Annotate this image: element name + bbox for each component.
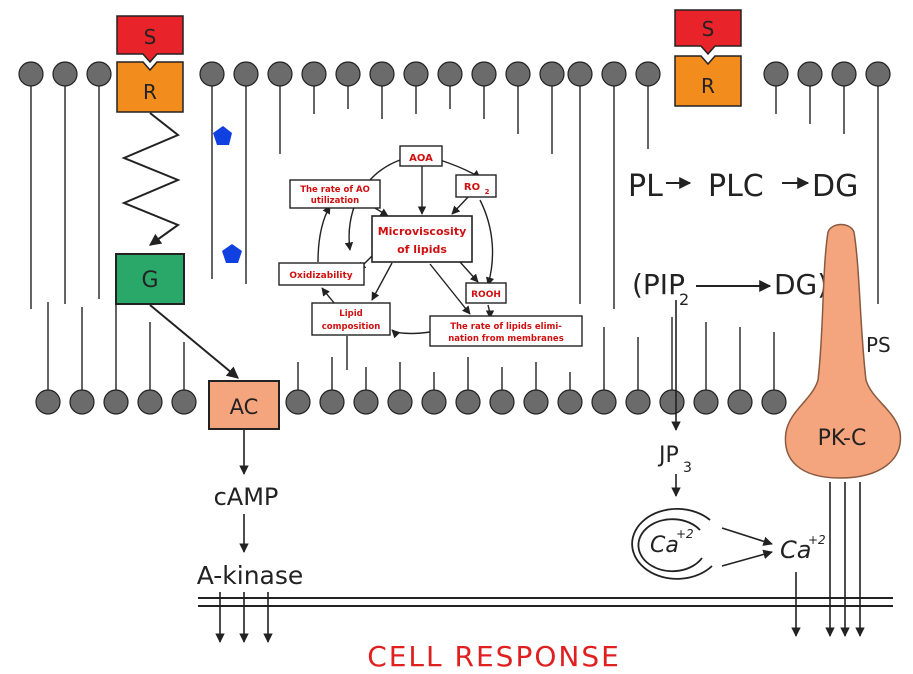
upper-lipid-9 <box>370 62 394 119</box>
upper-lipid-17 <box>636 62 660 149</box>
upper-lipid-16 <box>602 62 626 309</box>
cycle-box-microviscosity: Microviscosity of lipids <box>372 216 472 262</box>
upper-lipid-18 <box>764 62 788 114</box>
svg-text:composition: composition <box>322 322 381 332</box>
cycle-box-ro2: RO 2 <box>456 175 496 197</box>
dg-mid-label: DG) <box>774 268 828 301</box>
receptor-label-right: R <box>701 74 715 98</box>
signal-molecule-left: S <box>117 16 183 62</box>
svg-text:nation from membranes: nation from membranes <box>448 334 564 344</box>
lower-lipid-10 <box>422 372 446 414</box>
ca-release-arrow-2 <box>722 552 772 566</box>
lower-lipid-5 <box>172 342 196 414</box>
ca-outer-superscript: +2 <box>808 533 826 547</box>
lower-lipid-14 <box>558 372 582 414</box>
signal-label-left: S <box>144 25 157 49</box>
receptor-right: R <box>675 56 741 106</box>
lower-lipid-8 <box>354 367 378 414</box>
ip3-label: JP <box>657 443 679 468</box>
receptor-transmembrane-zigzag <box>124 113 178 245</box>
lower-lipid-9 <box>388 362 412 414</box>
ca-inner-superscript: +2 <box>676 527 694 541</box>
svg-text:RO: RO <box>464 182 480 193</box>
signal-label-right: S <box>702 17 715 41</box>
g-to-ac-arrow <box>150 305 238 378</box>
upper-lipid-19 <box>798 62 822 124</box>
signal-molecule-right: S <box>675 10 741 54</box>
cycle-box-oxidizability: Oxidizability <box>279 263 364 285</box>
lower-lipid-16 <box>626 337 650 414</box>
upper-lipid-1 <box>19 62 43 309</box>
lower-lipid-18 <box>694 322 718 414</box>
lower-lipid-leaflet <box>36 297 786 414</box>
svg-text:utilization: utilization <box>311 196 359 206</box>
svg-text:Oxidizability: Oxidizability <box>289 271 352 281</box>
upper-lipid-14 <box>540 62 564 154</box>
upper-lipid-21 <box>866 62 890 304</box>
upper-lipid-10 <box>404 62 428 114</box>
ip3-subscript: 3 <box>683 460 692 476</box>
pip2-label: (PIP <box>632 268 685 301</box>
cycle-box-lipid-composition: Lipid composition <box>312 303 390 335</box>
lower-lipid-1 <box>36 302 60 414</box>
dg-top-label: DG <box>812 169 858 204</box>
g-protein-label: G <box>141 268 158 293</box>
svg-text:ROOH: ROOH <box>471 290 501 300</box>
upper-lipid-13 <box>506 62 530 134</box>
upper-lipid-7 <box>302 62 326 114</box>
ps-label: PS <box>866 333 891 357</box>
cycle-box-aoa: AOA <box>400 146 442 166</box>
plc-label: PLC <box>708 169 764 204</box>
upper-lipid-12 <box>472 62 496 119</box>
lower-lipid-11 <box>456 357 480 414</box>
lower-lipid-13 <box>524 362 548 414</box>
cycle-box-rooh: ROOH <box>466 283 506 303</box>
svg-text:of lipids: of lipids <box>397 243 447 256</box>
lower-lipid-7 <box>320 357 344 414</box>
ca-inner-label: Ca <box>650 533 679 558</box>
lower-lipid-15 <box>592 327 616 414</box>
lower-lipid-12 <box>490 367 514 414</box>
camp-label: cAMP <box>214 483 279 511</box>
receptor-left: R <box>117 62 183 112</box>
lower-lipid-19 <box>728 327 752 414</box>
svg-text:2: 2 <box>485 188 490 196</box>
g-protein-box: G <box>116 254 184 304</box>
ca-release-arrow-1 <box>722 528 772 544</box>
lower-lipid-20 <box>762 332 786 414</box>
upper-lipid-11 <box>438 62 462 109</box>
svg-text:Microviscosity: Microviscosity <box>378 225 467 238</box>
ligand-pentagon-2 <box>222 244 242 263</box>
ligand-pentagon-1 <box>213 126 232 145</box>
upper-lipid-3 <box>87 62 111 299</box>
lower-lipid-4 <box>138 322 162 414</box>
ca-outer-label: Ca <box>780 536 811 564</box>
adenylate-cyclase-box: AC <box>209 381 279 429</box>
upper-lipid-2 <box>53 62 77 304</box>
cycle-box-ao-rate: The rate of AO utilization <box>290 180 380 208</box>
lower-lipid-17 <box>660 317 684 414</box>
lower-lipid-2 <box>70 307 94 414</box>
upper-lipid-8 <box>336 62 360 109</box>
svg-text:Lipid: Lipid <box>339 309 362 319</box>
svg-text:The rate of AO: The rate of AO <box>300 185 370 195</box>
cell-response-label: CELL RESPONSE <box>367 640 621 673</box>
cycle-box-elimination-rate: The rate of lipids elimi- nation from me… <box>430 316 582 346</box>
upper-lipid-20 <box>832 62 856 134</box>
upper-lipid-6 <box>268 62 292 154</box>
svg-text:The rate of lipids elimi-: The rate of lipids elimi- <box>450 322 562 332</box>
ac-label: AC <box>230 395 259 419</box>
receptor-label-left: R <box>143 80 157 104</box>
lower-lipid-6 <box>286 362 310 414</box>
svg-text:AOA: AOA <box>409 153 433 164</box>
a-kinase-label: A-kinase <box>197 561 304 590</box>
pl-label: PL <box>628 169 663 204</box>
upper-lipid-15 <box>568 62 592 304</box>
lower-lipid-3 <box>104 297 128 414</box>
pip2-subscript: 2 <box>679 290 689 309</box>
pkc-label: PK-C <box>818 426 867 451</box>
upper-lipid-4 <box>200 62 224 279</box>
